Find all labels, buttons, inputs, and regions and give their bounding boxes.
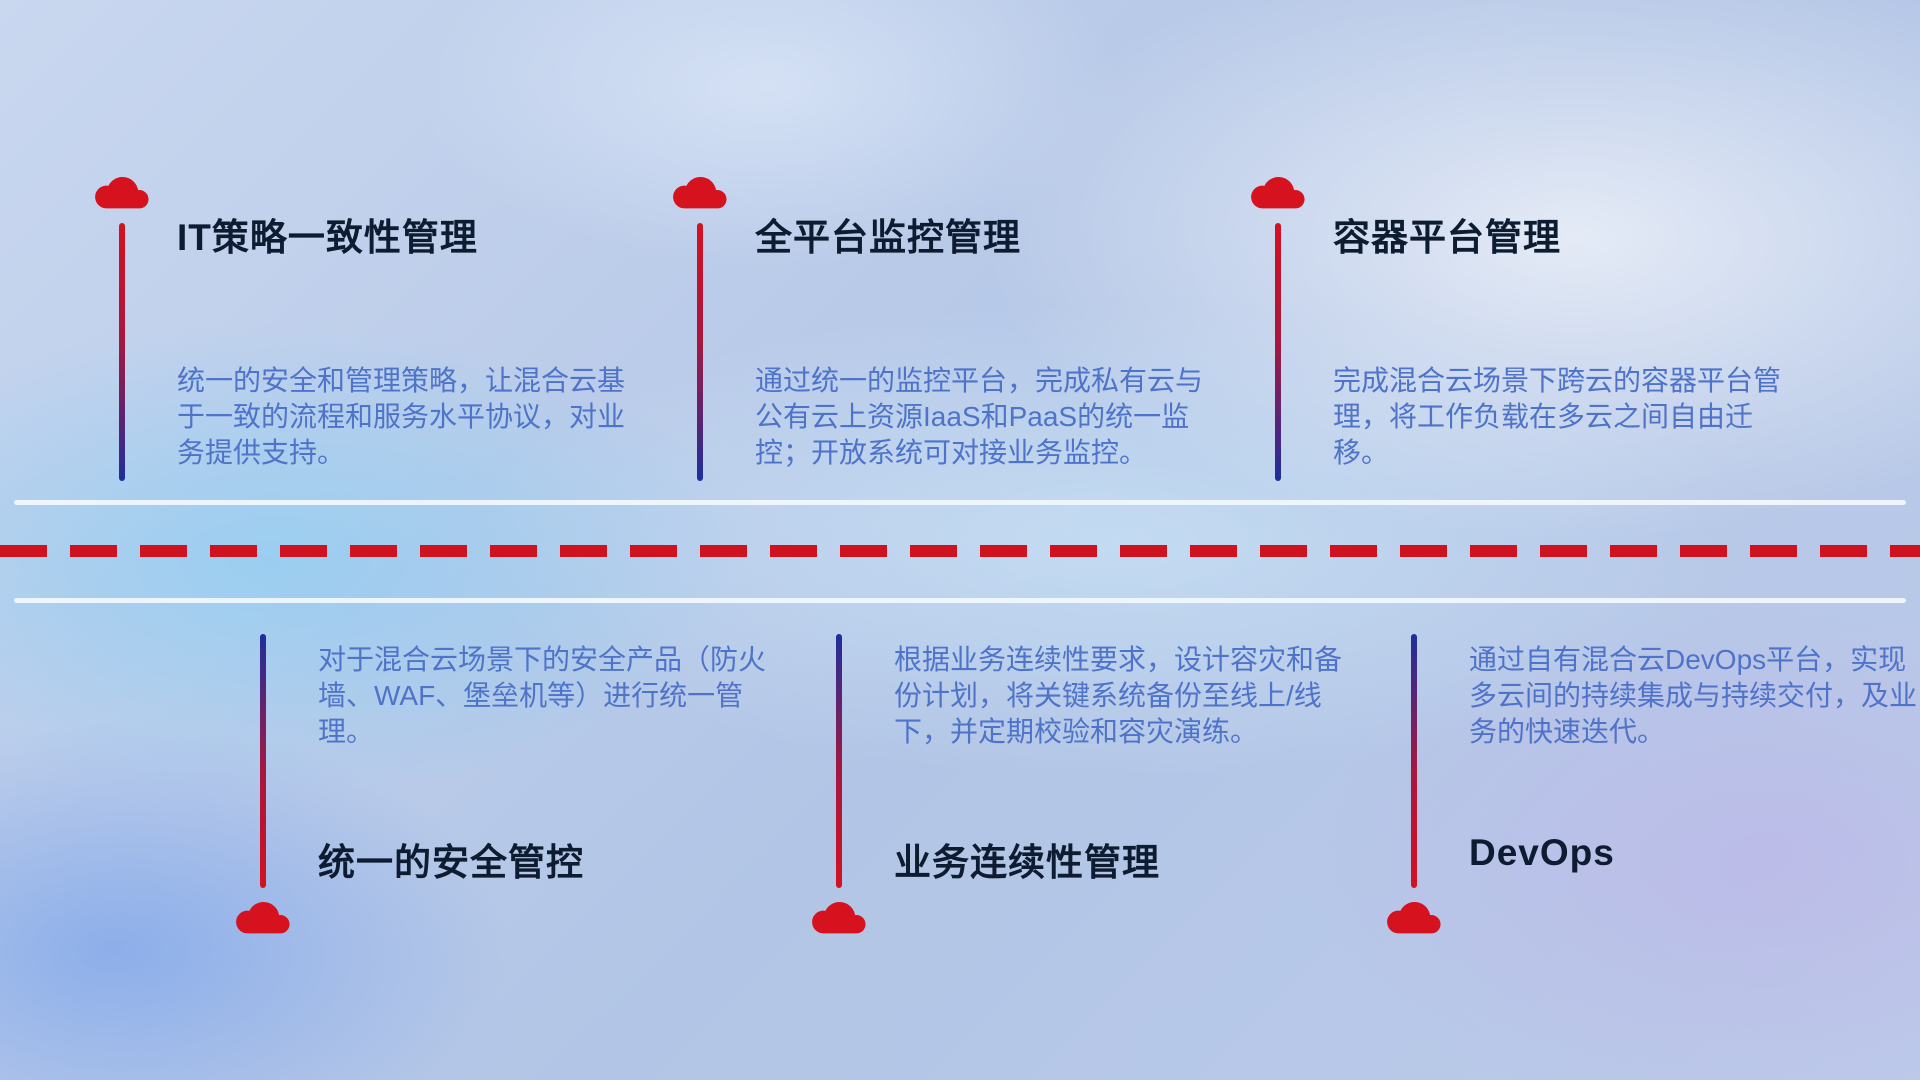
cloud-icon: [669, 171, 731, 215]
timeline-stem: [260, 634, 266, 888]
item-title: 业务连续性管理: [894, 842, 1160, 883]
timeline-stem: [1411, 634, 1417, 888]
item-title: 全平台监控管理: [755, 217, 1021, 258]
item-title: IT策略一致性管理: [177, 217, 478, 258]
item-description: 完成混合云场景下跨云的容器平台管理，将工作负载在多云之间自由迁移。: [1333, 365, 1782, 468]
timeline-dashed-line: [0, 545, 1920, 557]
item-description: 统一的安全和管理策略，让混合云基于一致的流程和服务水平协议，对业务提供支持。: [177, 365, 626, 468]
cloud-icon: [808, 896, 870, 940]
cloud-icon: [232, 896, 294, 940]
timeline-stem: [1275, 223, 1281, 481]
timeline-stem: [119, 223, 125, 481]
item-title: 统一的安全管控: [318, 842, 584, 883]
cloud-icon: [91, 171, 153, 215]
item-title: DevOps: [1469, 832, 1615, 873]
cloud-icon: [1383, 896, 1445, 940]
cloud-icon: [1247, 171, 1309, 215]
timeline-stem: [836, 634, 842, 888]
timeline-stem: [697, 223, 703, 481]
item-description: 通过自有混合云DevOps平台，实现多云间的持续集成与持续交付，及业务的快速迭代…: [1469, 644, 1918, 747]
timeline-solid-line-top: [14, 500, 1906, 505]
item-description: 根据业务连续性要求，设计容灾和备份计划，将关键系统备份至线上/线下，并定期校验和…: [894, 644, 1343, 747]
item-description: 对于混合云场景下的安全产品（防火墙、WAF、堡垒机等）进行统一管理。: [318, 644, 767, 747]
item-title: 容器平台管理: [1333, 217, 1561, 258]
item-description: 通过统一的监控平台，完成私有云与公有云上资源IaaS和PaaS的统一监控；开放系…: [755, 365, 1204, 468]
timeline-solid-line-bottom: [14, 598, 1906, 603]
